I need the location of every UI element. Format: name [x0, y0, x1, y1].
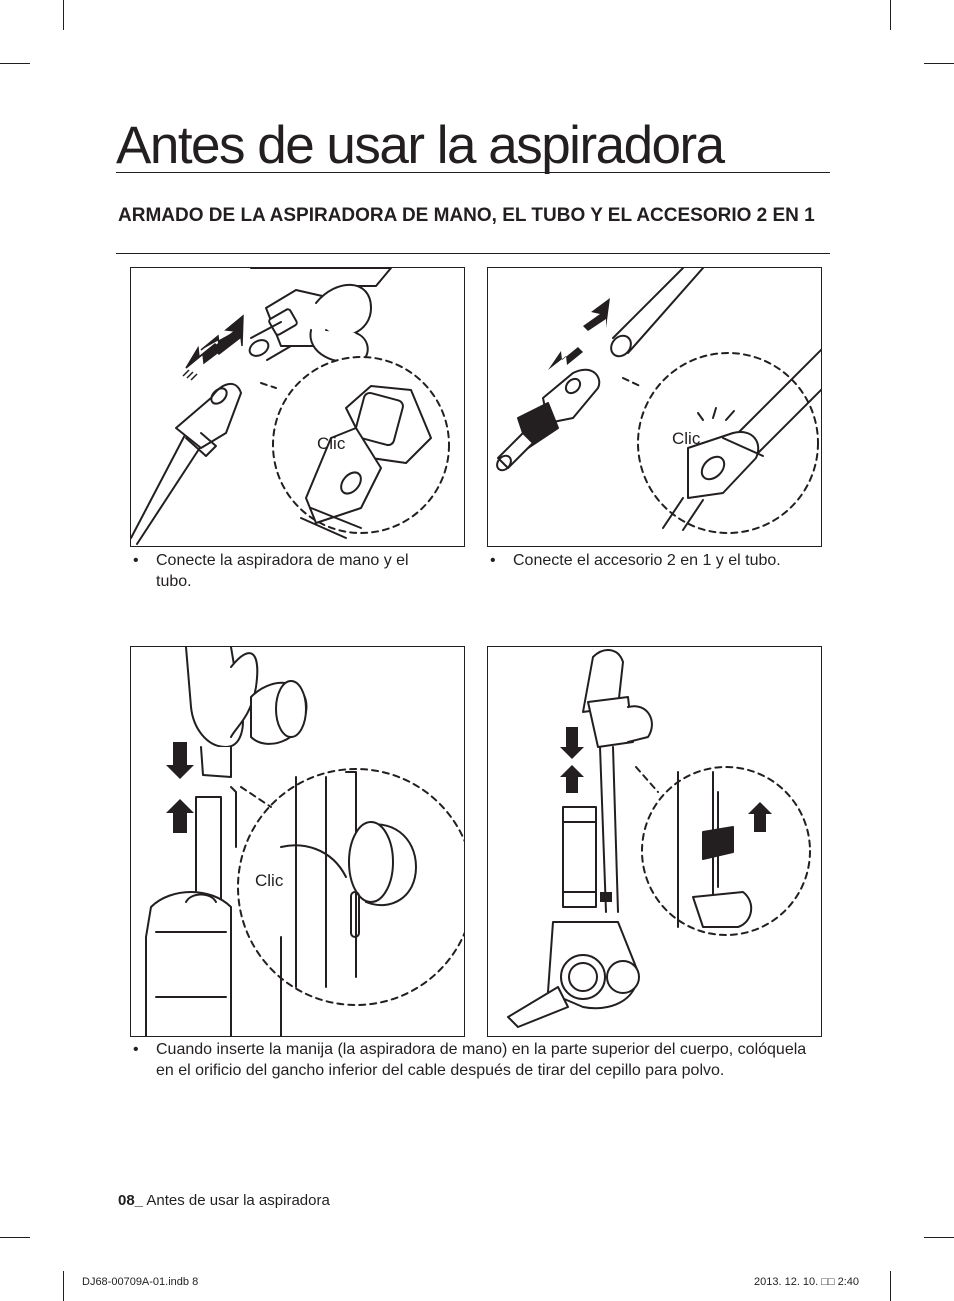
- accessory-tube-illustration: [496, 268, 821, 534]
- bullet-symbol: •: [133, 552, 139, 569]
- instruction-text: Conecte el accesorio 2 en 1 y el tubo.: [513, 552, 781, 569]
- bullet-symbol: •: [490, 552, 496, 569]
- bullet-symbol: •: [133, 1041, 139, 1058]
- callout-label: Clic: [255, 871, 284, 890]
- crop-mark: [890, 0, 891, 30]
- figure-2in1-tube: Clic: [487, 267, 822, 547]
- callout-label: Clic: [672, 429, 701, 448]
- print-date-info: 2013. 12. 10. □□ 2:40: [754, 1276, 860, 1288]
- print-file-info: DJ68-00709A-01.indb 8: [82, 1276, 199, 1288]
- crop-mark: [0, 63, 30, 64]
- figure-assembled-vacuum: [487, 646, 822, 1037]
- crop-mark: [63, 0, 64, 30]
- crop-mark: [890, 1271, 891, 1301]
- figure-insert-handle: Clic: [130, 646, 465, 1037]
- crop-mark: [0, 1237, 30, 1238]
- title-divider: [116, 172, 830, 173]
- crop-mark: [924, 1237, 954, 1238]
- section-heading: ARMADO DE LA ASPIRADORA DE MANO, EL TUBO…: [118, 205, 815, 226]
- instruction-text: Cuando inserte la manija (la aspiradora …: [156, 1041, 807, 1079]
- page-title: Antes de usar la aspiradora: [116, 116, 725, 175]
- assembled-vacuum-illustration: [507, 649, 811, 1028]
- heading-divider: [116, 253, 830, 254]
- instruction-text: Conecte la aspiradora de mano y el tubo.: [156, 552, 409, 590]
- figure-handheld-tube: Clic: [130, 267, 465, 547]
- page-number: 08_: [118, 1192, 144, 1209]
- handheld-tube-illustration: [131, 268, 450, 545]
- crop-mark: [63, 1271, 64, 1301]
- callout-label: Clic: [317, 434, 346, 453]
- page-footer: 08_ Antes de usar la aspiradora: [118, 1192, 330, 1209]
- insert-handle-illustration: [145, 647, 464, 1036]
- crop-mark: [924, 63, 954, 64]
- footer-section: Antes de usar la aspiradora: [143, 1192, 330, 1209]
